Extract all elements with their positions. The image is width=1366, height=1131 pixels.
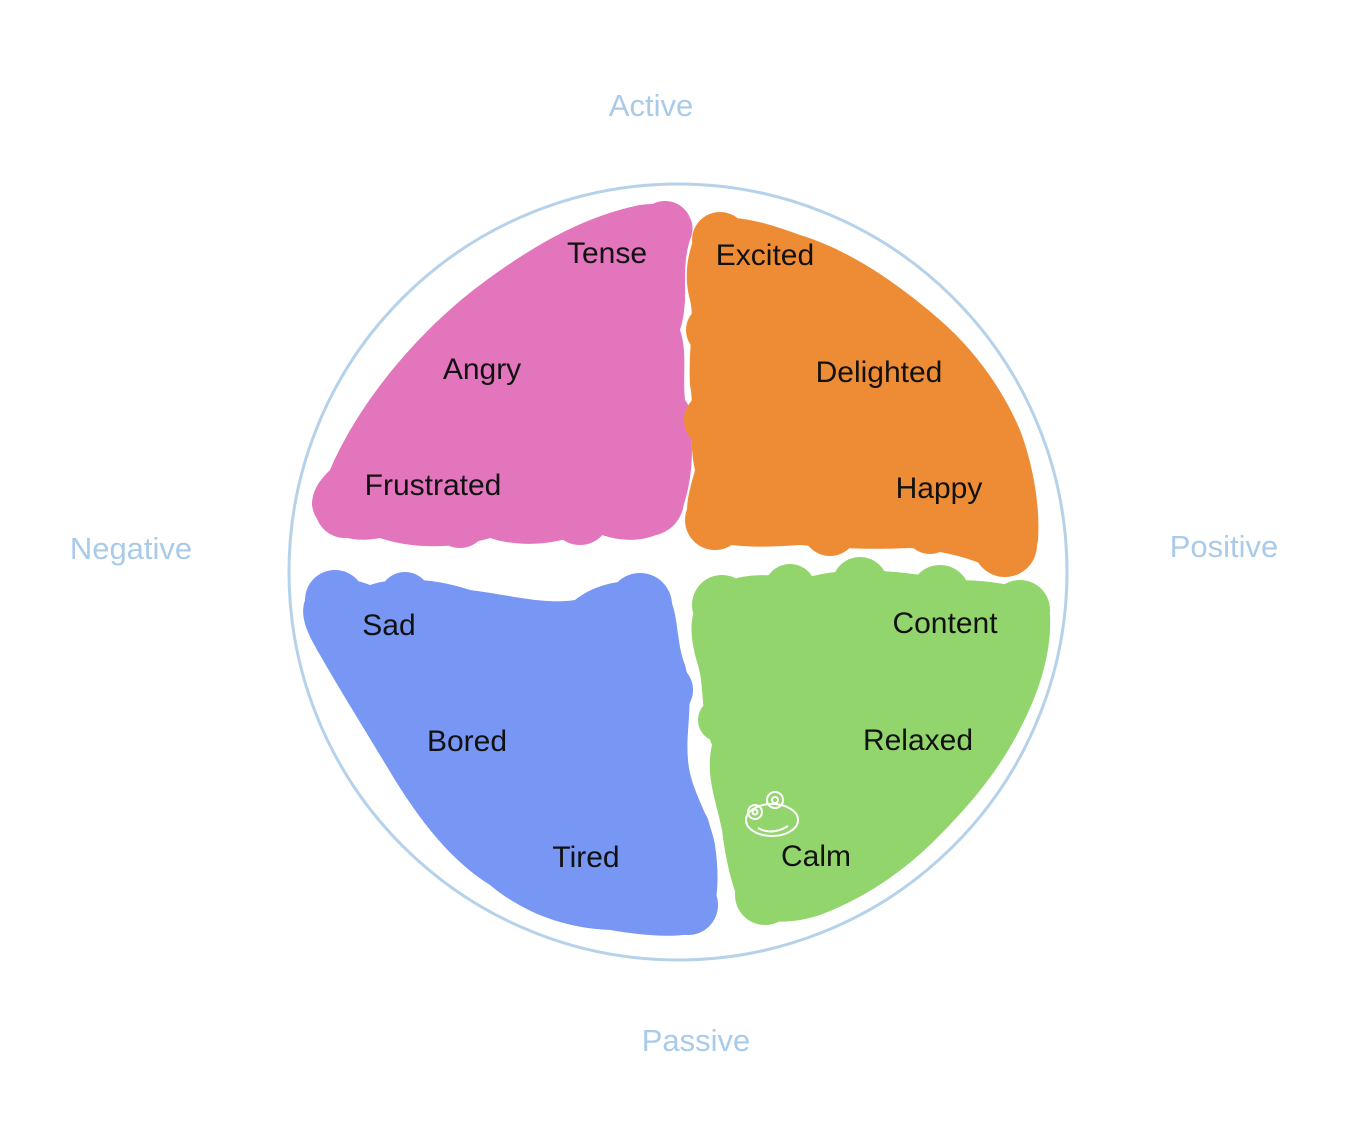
quadrant-active-negative [312,201,693,548]
quadrant-blob-green [691,570,1051,922]
quadrant-active-positive [684,212,1039,577]
axis-label-active: Active [609,88,693,123]
outer-circle [287,182,1069,962]
emotion-label-angry: Angry [443,353,521,386]
emotion-label-frustrated: Frustrated [365,469,502,502]
emotion-label-relaxed: Relaxed [863,724,973,757]
emotion-label-delighted: Delighted [816,356,943,389]
emotion-label-happy: Happy [896,472,983,505]
emotion-label-content: Content [892,607,998,640]
quadrant-passive-positive [691,557,1051,925]
quadrant-blob-blue [303,579,718,936]
quadrant-passive-negative [303,570,718,936]
emotion-label-tired: Tired [552,841,619,874]
emotion-label-bored: Bored [427,725,507,758]
axis-label-negative: Negative [70,531,192,566]
quadrant-blob-orange [686,217,1039,571]
axis-label-positive: Positive [1170,529,1279,564]
emotion-label-sad: Sad [362,609,415,642]
frog-doodle-icon [745,791,799,837]
emotion-label-tense: Tense [567,237,647,270]
emotion-label-excited: Excited [716,239,814,272]
quadrant-blob-pink [312,204,693,547]
axis-label-passive: Passive [642,1023,751,1058]
emotion-label-calm: Calm [781,840,851,873]
